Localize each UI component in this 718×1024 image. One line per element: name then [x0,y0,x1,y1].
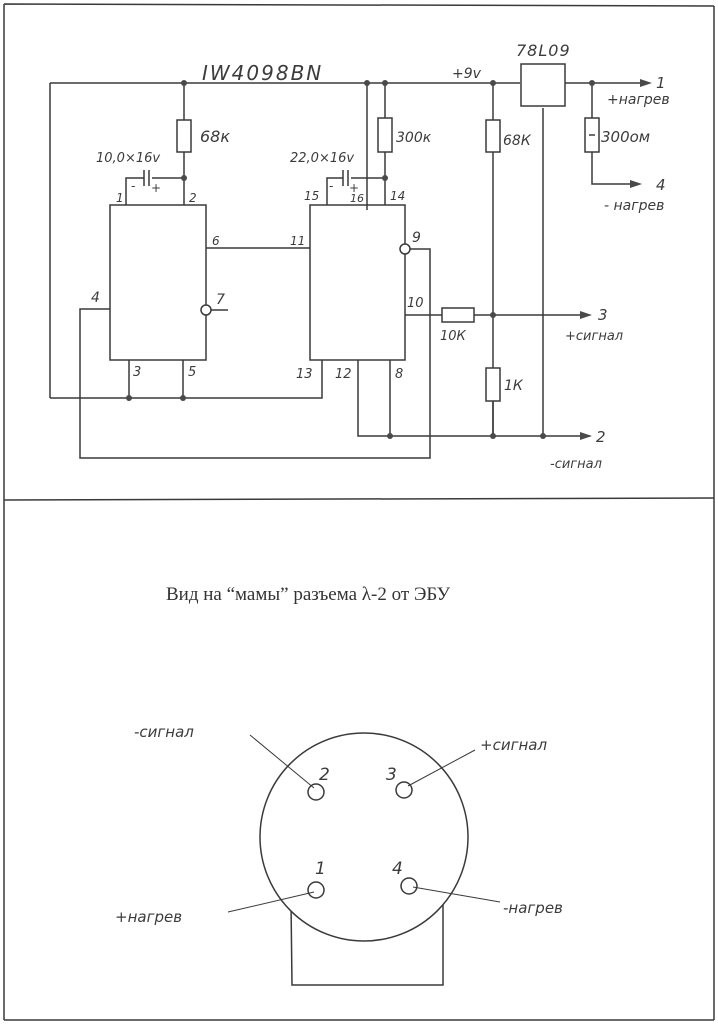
r-68k-right-label: 68К [503,133,532,149]
ic-right [309,204,406,361]
connector-drawing [227,732,501,986]
c1-label: 10,0×16v [96,151,160,166]
r-300k-label: 300к [396,130,432,146]
r-300om-label: 300ом [601,128,650,146]
connector-title: Вид на “мамы” разъема λ-2 от ЭБУ [166,584,451,605]
svg-text:+: + [349,181,359,195]
output-arrows [580,79,652,440]
pin-1-num: 1 [315,859,326,879]
svg-text:13: 13 [296,367,313,382]
pin-4-num: 4 [392,859,403,879]
resistor-1k [485,367,501,402]
svg-text:16: 16 [350,192,364,205]
resistor-68k-right [485,119,501,153]
output-2-num: 2 [596,428,606,446]
c2-label: 22,0×16v [290,151,354,166]
svg-text:4: 4 [91,290,100,306]
resistor-300k [377,117,393,153]
resistor-10k [441,307,475,323]
svg-text:6: 6 [212,234,220,248]
pin-3-socket [395,781,413,799]
section-divider [3,497,715,501]
output-4-label: - нагрев [604,198,664,214]
pin-3-num: 3 [386,765,397,785]
output-3-num: 3 [598,306,608,324]
svg-text:1: 1 [116,191,124,205]
components [176,63,600,402]
svg-text:+: + [151,181,161,195]
supply-label: +9v [452,66,482,82]
output-1-label: +нагрев [607,92,670,108]
svg-text:14: 14 [390,189,405,203]
svg-text:-: - [329,179,333,193]
pin-2-socket [307,783,325,801]
r-10k-label: 10К [440,329,467,344]
regulator-78l09 [520,63,566,107]
svg-text:9: 9 [412,230,421,246]
svg-text:10: 10 [407,296,424,311]
junctions [126,80,595,439]
svg-text:-: - [131,179,135,193]
output-1-num: 1 [656,74,666,92]
svg-text:12: 12 [335,367,352,382]
arrow-icon [640,79,652,87]
svg-text:11: 11 [290,234,305,248]
r-68k-label: 68к [200,127,230,146]
svg-text:8: 8 [395,367,403,382]
pin-1-label: +нагрев [115,908,182,926]
arrow-icon [580,432,592,440]
pin-2-label: -сигнал [134,723,194,741]
resistor-68k [176,119,192,153]
pin-3-label: +сигнал [480,736,547,754]
pin-1-socket [307,881,325,899]
svg-text:15: 15 [304,189,319,203]
page-frame [3,3,715,1021]
connector-body [259,732,469,942]
svg-text:2: 2 [189,191,197,205]
svg-text:3: 3 [133,365,141,380]
pin-2-num: 2 [319,765,330,785]
circuit-wires [49,82,640,459]
connector-labels: 2 -сигнал 3 +сигнал 1 +нагрев 4 -нагрев [115,723,563,926]
chip-label: IW4098BN [202,61,323,85]
pin-4-label: -нагрев [503,899,563,917]
pin-4-socket [400,877,418,895]
r-1k-label: 1К [504,378,524,394]
svg-text:7: 7 [216,292,225,308]
output-2-label: -сигнал [550,457,602,472]
svg-text:5: 5 [188,365,196,380]
ic-left [109,204,207,361]
regulator-label: 78L09 [516,41,571,60]
arrow-icon [630,180,642,188]
output-4-num: 4 [656,176,666,194]
arrow-icon [580,311,592,319]
schematic-labels: IW4098BN +9v 78L09 68к 300к 68К 10К 1К 3… [91,41,670,472]
output-3-label: +сигнал [565,329,623,344]
